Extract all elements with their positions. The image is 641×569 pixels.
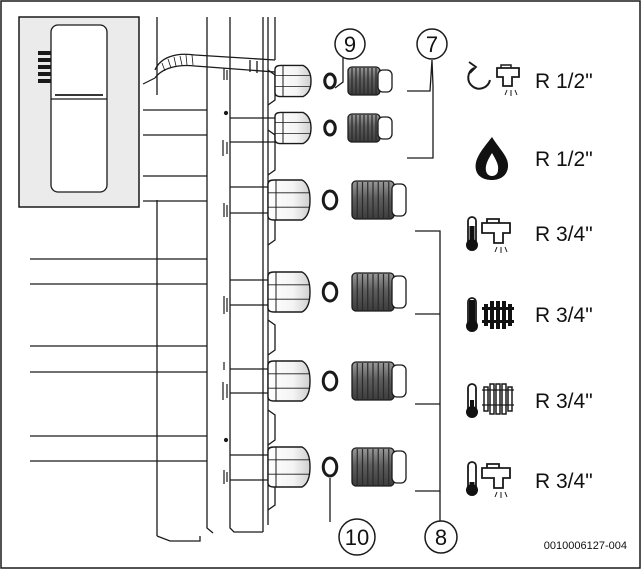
gasket	[323, 72, 337, 90]
appliance-frame-lines	[156, 17, 276, 542]
union-nut	[267, 446, 311, 488]
fitting-set	[274, 64, 393, 98]
circulation-tap-icon	[467, 61, 520, 96]
callout-7: 7	[416, 28, 448, 60]
gas-flame-icon	[475, 137, 509, 180]
callout-8-label: 8	[435, 525, 447, 550]
union-nut	[267, 271, 311, 313]
fitting-set	[274, 111, 393, 145]
fittings	[267, 64, 407, 488]
fitting-set	[267, 179, 407, 221]
union-nut	[274, 64, 312, 98]
hot-water-tap-icon	[466, 216, 511, 253]
callout-9: 9	[334, 28, 366, 60]
heating-return-icon	[466, 383, 514, 418]
heating-flow-icon	[466, 297, 514, 332]
gasket	[321, 370, 339, 392]
appliance-thumbnail	[18, 16, 140, 208]
size-label-cold-water: R 3/4"	[535, 470, 593, 493]
size-label-heating-return: R 3/4"	[535, 390, 593, 413]
callout-10: 10	[338, 518, 376, 556]
figure-code: 0010006127-004	[544, 540, 627, 552]
size-label-hot-water: R 3/4"	[535, 223, 593, 246]
fitting-set	[267, 360, 407, 402]
size-label-heating-flow: R 3/4"	[535, 304, 593, 327]
cold-water-tap-icon	[466, 461, 511, 498]
gasket	[323, 119, 337, 137]
flexible-hose	[154, 53, 276, 79]
fitting-set	[267, 446, 407, 488]
callout-8: 8	[424, 520, 458, 554]
size-label-gas: R 1/2"	[535, 148, 593, 171]
union-nut	[267, 360, 311, 402]
gasket	[321, 189, 339, 211]
gasket	[321, 281, 339, 303]
callout-7-label: 7	[426, 32, 438, 57]
size-label-circulation: R 1/2"	[535, 70, 593, 93]
gasket	[321, 456, 339, 478]
fitting-set	[267, 271, 407, 313]
union-nut	[267, 179, 311, 221]
callout-9-label: 9	[344, 32, 356, 57]
callout-10-label: 10	[345, 525, 369, 550]
union-nut	[274, 111, 312, 145]
panel-slots	[222, 68, 229, 484]
pipe-stubs	[30, 77, 275, 481]
leader-lines	[329, 47, 441, 522]
